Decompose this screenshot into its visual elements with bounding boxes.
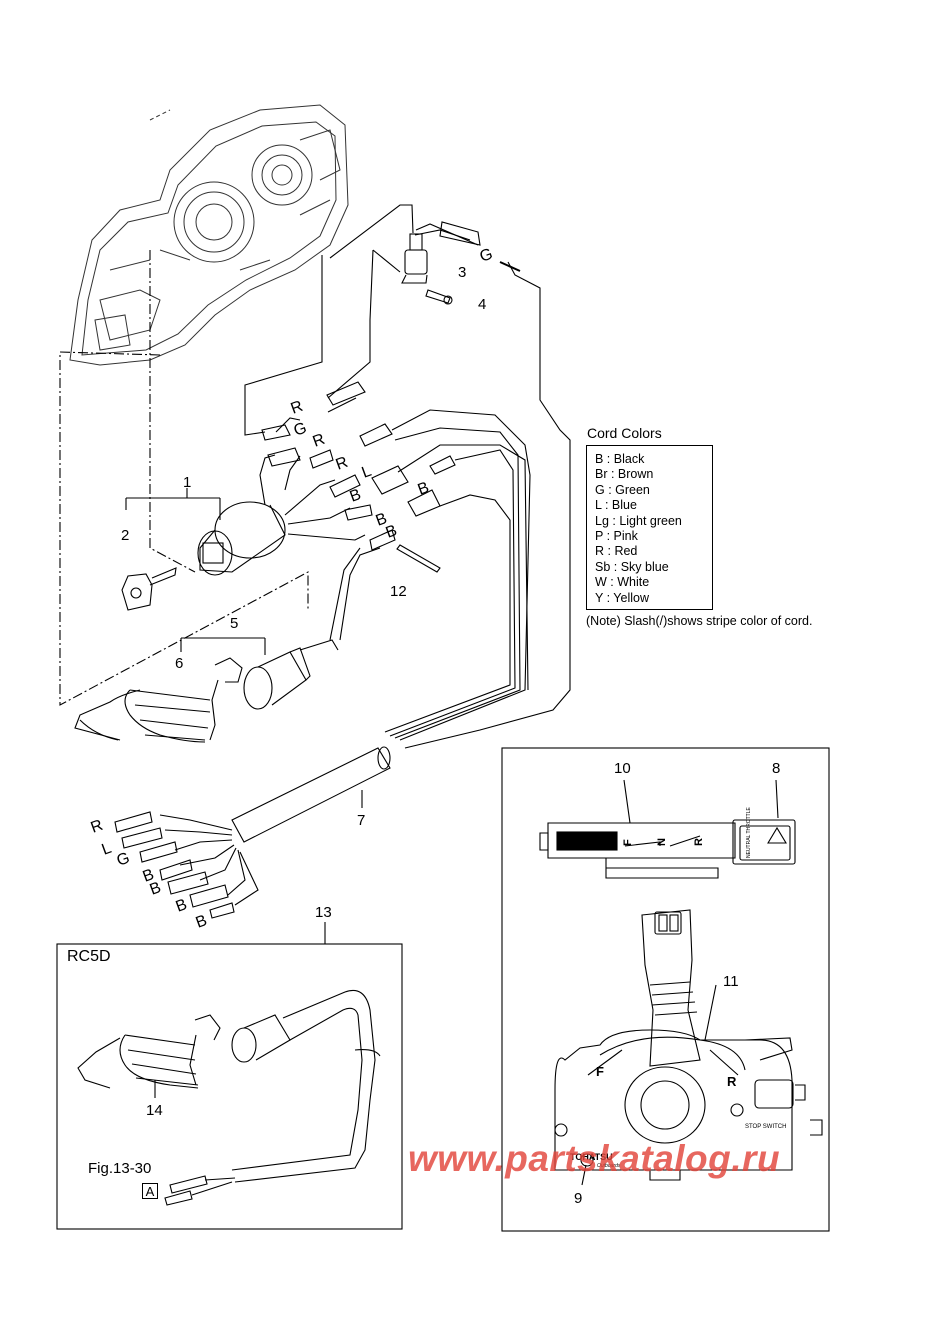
wire-label: L (360, 463, 374, 482)
label-6: 6 (175, 655, 183, 672)
label-11: 11 (723, 973, 739, 990)
wire-label: R (311, 431, 328, 451)
clip-pin (396, 544, 441, 573)
label-3: 3 (458, 264, 466, 281)
shift-mark-n: N (656, 838, 668, 846)
legend-row: G : Green (595, 482, 650, 497)
wire-label: R (289, 398, 306, 418)
label-14: 14 (146, 1102, 163, 1119)
shift-mark-r: R (693, 838, 705, 846)
watermark: www.partskatalog.ru (408, 1138, 781, 1179)
brand-logo: TOHATSU (570, 1152, 613, 1162)
label-8: 8 (772, 760, 780, 777)
wire-label: G (115, 850, 133, 870)
label-1: 1 (183, 474, 191, 491)
label-7: 7 (357, 812, 365, 829)
stop-switch (243, 639, 339, 710)
lever-mark-r: R (727, 1074, 737, 1089)
label-5: 5 (230, 615, 238, 632)
label-2: 2 (121, 527, 129, 544)
legend-row: L : Blue (595, 498, 637, 513)
inset-stop-switch (231, 989, 381, 1183)
lanyard-cord (74, 657, 243, 743)
neutral-switch (401, 233, 428, 284)
legend-row: W : White (595, 575, 650, 590)
screw (425, 289, 453, 305)
wire-label: R (334, 454, 351, 474)
neutral-label: NEUTRAL THROTTLE (746, 806, 752, 858)
inset-lanyard (77, 1014, 221, 1089)
wire-label: B (148, 879, 164, 899)
wire-label: B (416, 479, 432, 499)
legend-row: Br : Brown (595, 467, 654, 482)
shift-mark-f: F (622, 839, 634, 846)
wire-label: G (292, 420, 310, 440)
wire-label: B (348, 486, 364, 506)
remote-housing (69, 104, 349, 366)
legend-row: Y : Yellow (595, 590, 649, 605)
inset-title: RC5D (67, 948, 111, 965)
legend-note: (Note) Slash(/)shows stripe color of cor… (586, 614, 813, 628)
cord-color-legend: B : Black Br : Brown G : Green L : Blue … (586, 445, 713, 610)
label-4: 4 (478, 296, 486, 313)
wire-label: L (100, 840, 114, 859)
wire-label: R (89, 817, 106, 837)
legend-row: P : Pink (595, 529, 638, 544)
brand-sub: Outboards (597, 1163, 621, 1169)
label-12: 12 (390, 583, 407, 600)
label-9: 9 (574, 1190, 582, 1207)
wire-label: B (174, 896, 190, 916)
lever-mark-f: F (596, 1064, 604, 1079)
legend-row: Lg : Light green (595, 513, 682, 528)
legend-row: B : Black (595, 452, 645, 466)
legend-row: Sb : Sky blue (595, 559, 669, 574)
key (121, 567, 177, 611)
figure-reference-box: A (142, 1183, 158, 1199)
label-10: 10 (614, 760, 631, 777)
wire-label: G (478, 246, 496, 266)
stop-switch-label: STOP SWITCH (745, 1124, 786, 1130)
legend-title: Cord Colors (587, 425, 662, 441)
inset-frame (56, 943, 403, 1230)
shift-indicator-panel (539, 819, 796, 879)
wire-label: B (384, 522, 400, 542)
key-switch (197, 501, 286, 576)
legend-row: R : Red (595, 544, 638, 559)
remote-box-body (554, 1029, 823, 1181)
figure-reference[interactable]: Fig.13-30 (88, 1160, 152, 1177)
harness-sheath (231, 746, 391, 843)
remote-detail-frame (501, 747, 830, 1232)
label-13: 13 (315, 904, 332, 921)
wire-label: B (194, 912, 210, 932)
control-lever (641, 909, 701, 1067)
